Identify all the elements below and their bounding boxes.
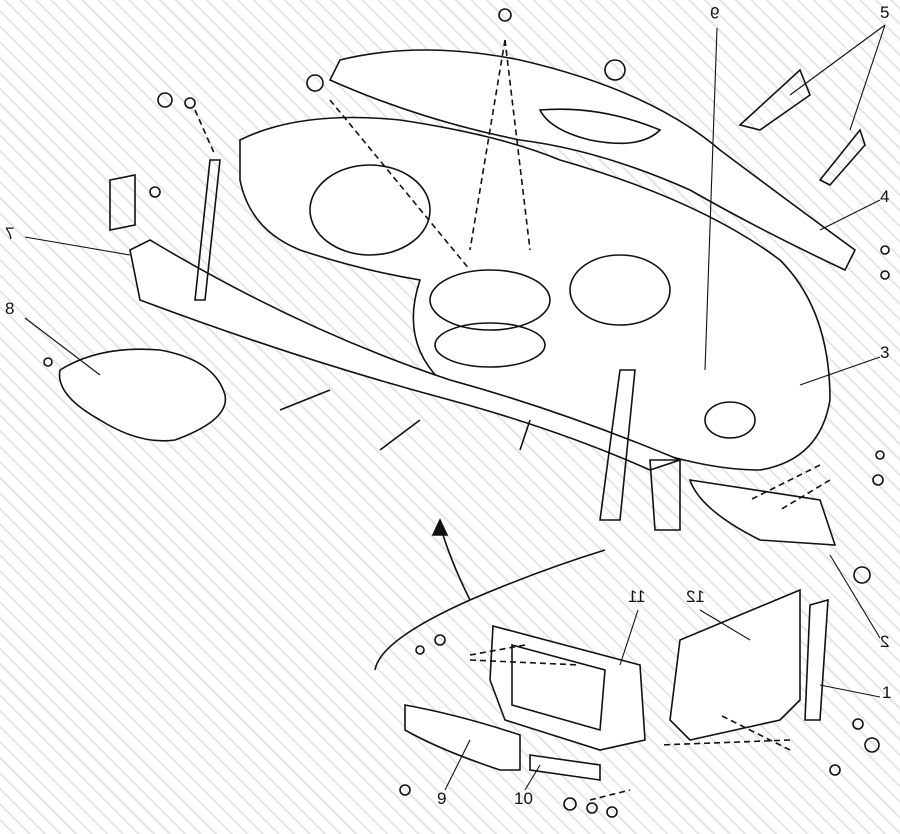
callout-1: 1 xyxy=(882,683,892,702)
housing-opening xyxy=(511,643,606,732)
callout-8: 8 xyxy=(5,299,15,318)
glovebox-opening xyxy=(569,254,671,326)
direction-arrow xyxy=(439,524,471,601)
beam-upright xyxy=(194,159,681,531)
vent-grille xyxy=(538,108,662,145)
beam-bracket xyxy=(109,174,136,231)
top-panel-part-4 xyxy=(328,49,857,272)
group-bracket xyxy=(374,549,606,671)
hinge-part-10 xyxy=(529,754,601,781)
callout-5: 5 xyxy=(880,3,890,22)
lid-part-9 xyxy=(404,704,521,771)
right-vent xyxy=(704,401,756,439)
callout-4: 4 xyxy=(880,187,890,206)
callout-6: 6 xyxy=(710,3,720,22)
callout-7: 7 xyxy=(5,224,15,243)
callout-9: 9 xyxy=(437,789,447,808)
callout-3: 3 xyxy=(880,343,890,362)
bracket-part-5 xyxy=(738,68,866,186)
console-opening-lower xyxy=(434,322,546,368)
beam-legs xyxy=(279,389,531,451)
callout-10: 10 xyxy=(514,789,533,808)
dashboard-body-part-3 xyxy=(239,116,831,471)
callout-2: 2 xyxy=(880,632,890,651)
housing-part-11 xyxy=(489,624,646,751)
lower-bracket-part-2 xyxy=(688,479,837,546)
side-panel-part-12 xyxy=(669,588,801,741)
assembly-arrows xyxy=(194,39,831,801)
trim-strip-part-1 xyxy=(804,598,829,721)
leader-lines xyxy=(24,24,886,791)
fasteners xyxy=(43,8,890,818)
callout-11: 11 xyxy=(628,587,646,606)
callout-12: 12 xyxy=(686,587,705,606)
pad-part-8 xyxy=(58,348,227,442)
instrument-cluster-opening xyxy=(309,164,431,256)
console-opening xyxy=(429,269,551,331)
